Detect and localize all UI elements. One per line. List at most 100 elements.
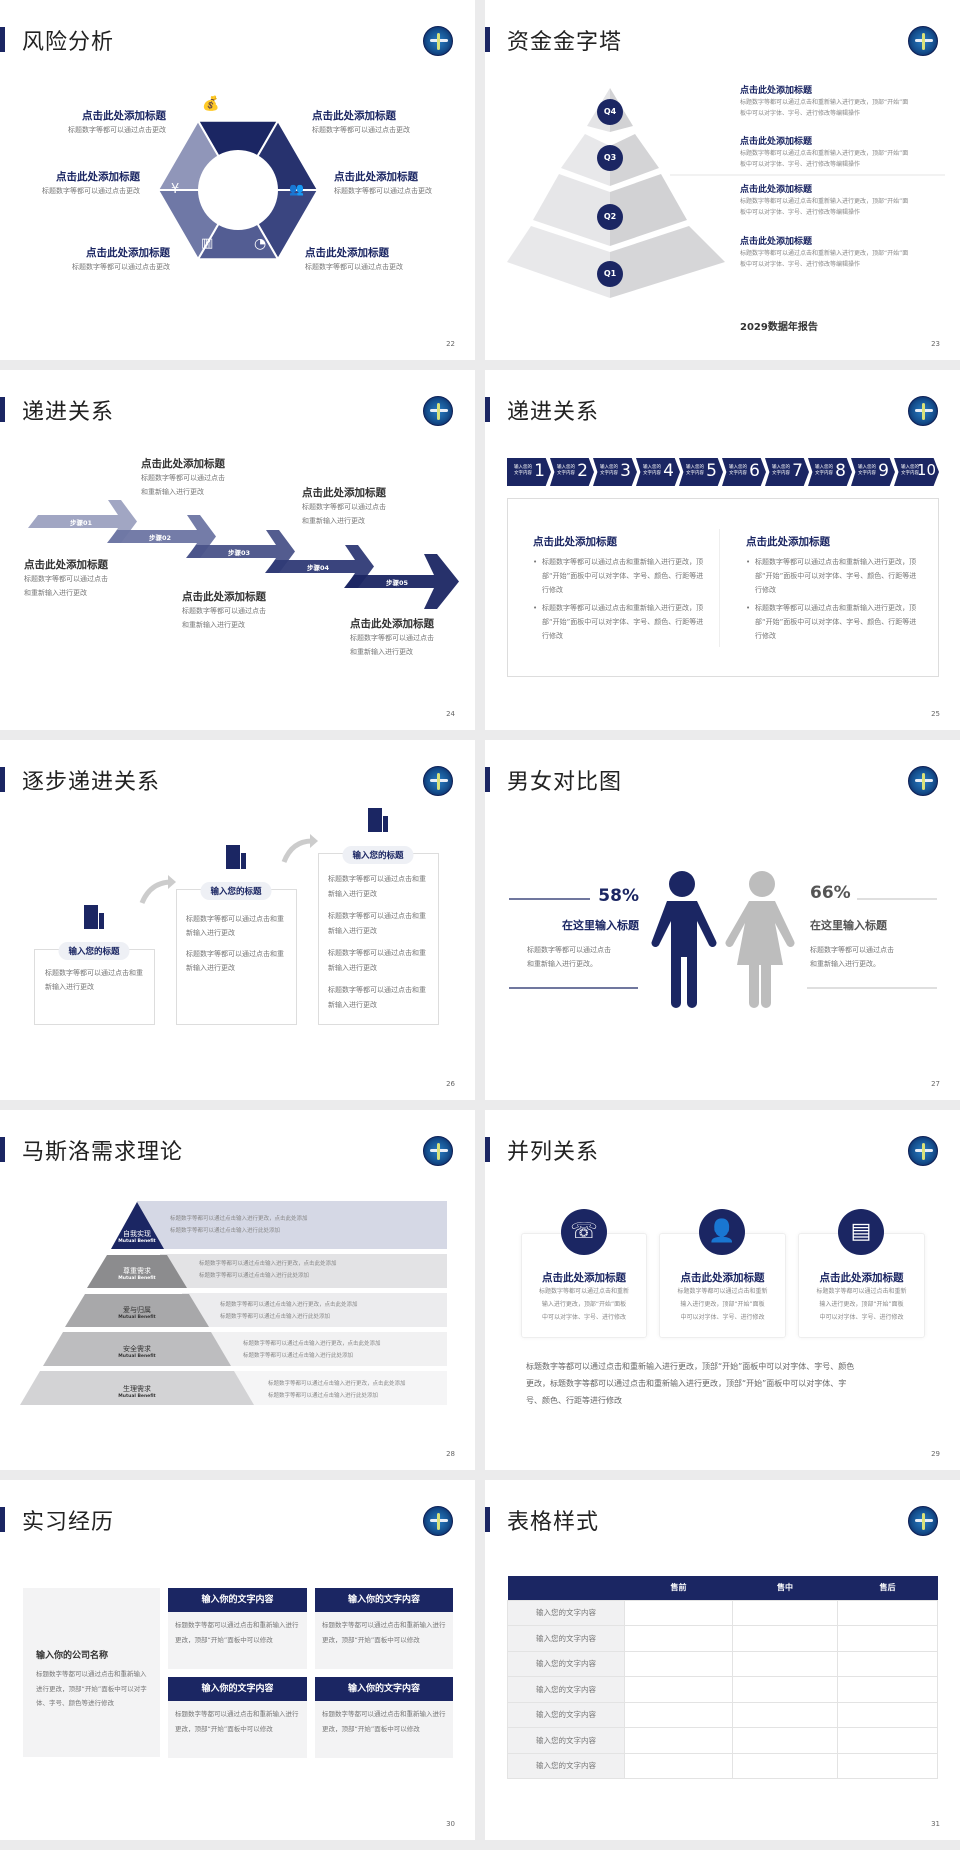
building-icon	[368, 808, 382, 832]
slide-31[interactable]: 表格样式 售前 售中 售后 输入您的文字内容 输入您的文字内容 输入您的文字内容…	[485, 1480, 960, 1840]
item-title: 点击此处添加标题	[86, 247, 170, 259]
table-cell[interactable]	[732, 1625, 838, 1652]
desc-line: 和重新输入进行更改。	[527, 960, 597, 968]
card-title: 输入您的标题	[58, 942, 130, 960]
item-desc: 标题数字等都可以通过点击和重新输入进行更改，顶部“开始”面	[740, 99, 909, 106]
table-cell[interactable]	[732, 1727, 838, 1754]
table-cell[interactable]	[624, 1676, 733, 1703]
item-top-left: 点击此处添加标题标题数字等都可以通过点击更改	[68, 108, 166, 137]
table-cell[interactable]	[837, 1676, 938, 1703]
chevron-text: 输入您的文字内容	[858, 465, 876, 476]
table-row: 输入您的文字内容	[507, 1599, 938, 1626]
row-label[interactable]: 输入您的文字内容	[507, 1701, 625, 1728]
table-cell[interactable]	[837, 1727, 938, 1754]
item-desc: 标题数字等都可以通过点击更改	[312, 126, 410, 134]
chevron-text: 输入您的文字内容	[815, 465, 833, 476]
table-cell[interactable]	[837, 1752, 938, 1779]
step-label: 步骤01	[70, 519, 93, 527]
slide-23[interactable]: 资金金字塔 Q4 Q3 Q2 Q1 点击此处添加标题标题数字等都可以通过点击和重…	[485, 0, 960, 360]
table-cell[interactable]	[732, 1676, 838, 1703]
chevron-number: 1	[534, 461, 545, 481]
item-desc: 和重新输入进行更改	[24, 589, 87, 597]
step-arrow	[107, 515, 216, 558]
row-label[interactable]: 输入您的文字内容	[507, 1676, 625, 1703]
step-text: 点击此处添加标题标题数字等都可以通过点击和重新输入进行更改	[302, 485, 386, 528]
step-arrows	[28, 500, 459, 609]
step-label: 步骤02	[149, 534, 172, 542]
table-row: 输入您的文字内容	[507, 1676, 938, 1703]
item-desc: 标题数字等都可以通过点击和重新输入进行更改，顶部“开始”面	[740, 198, 909, 205]
slide-27[interactable]: 男女对比图 58% 在这里输入标题 标题数字等都可以通过点击和重新输入进行更改。…	[485, 740, 960, 1100]
tier-sub: Mutual Benefit	[118, 1315, 156, 1320]
table-cell[interactable]	[624, 1752, 733, 1779]
table-cell[interactable]	[837, 1701, 938, 1728]
table-cell[interactable]	[624, 1701, 733, 1728]
table-cell[interactable]	[837, 1650, 938, 1677]
table-cell[interactable]	[624, 1625, 733, 1652]
step-card: 标题数字等都可以通过点击和重新输入进行更改标题数字等都可以通过点击和重新输入进行…	[176, 889, 297, 1025]
table-cell[interactable]	[732, 1599, 838, 1626]
female-desc: 标题数字等都可以通过点击和重新输入进行更改。	[810, 943, 894, 971]
slide-22[interactable]: 风险分析 💰 ⛁ 👥 ◔ ▥ ¥ 点击此处添加标题标题数字等都可以通过点击更改 …	[0, 0, 475, 360]
title-accent-bar	[0, 397, 5, 422]
bullet-item: 标题数字等都可以通过点击输入进行更改，点击此处添加	[243, 1341, 381, 1347]
maslow-pyramid	[20, 1201, 447, 1405]
row-label[interactable]: 输入您的文字内容	[507, 1752, 625, 1779]
step-text: 点击此处添加标题标题数字等都可以通过点击和重新输入进行更改	[182, 589, 266, 632]
box-body: 标题数字等都可以通过点击和重新输入进行更改，顶部“开始”面板中可以修改	[168, 1612, 307, 1669]
female-figure-icon	[725, 871, 795, 1008]
chevron-number: 8	[835, 461, 846, 481]
card-desc: 中可以对字体、字号、进行修改	[819, 1314, 904, 1321]
company-name: 输入你的公司名称	[36, 1651, 109, 1661]
item-desc: 和重新输入进行更改	[302, 517, 365, 525]
item-desc: 和重新输入进行更改	[350, 648, 413, 656]
table-row: 输入您的文字内容	[507, 1701, 938, 1728]
table-cell[interactable]	[624, 1727, 733, 1754]
item-desc: 标题数字等都可以通过点击更改	[68, 126, 166, 134]
card-desc: 输入进行更改，顶部“开始”面板	[541, 1301, 627, 1308]
table-cell[interactable]	[732, 1701, 838, 1728]
tier-sub: Mutual Benefit	[118, 1276, 156, 1281]
table-cell[interactable]	[624, 1650, 733, 1677]
step-arrow	[28, 500, 137, 543]
slide-title: 男女对比图	[507, 770, 623, 795]
card-desc: 标题数字等都可以通过点击和重新输入进行更改	[328, 912, 426, 935]
table-cell[interactable]	[732, 1752, 838, 1779]
step-card: 标题数字等都可以通过点击和重新输入进行更改	[34, 949, 155, 1025]
logo-emblem-icon	[908, 396, 938, 426]
slide-29[interactable]: 并列关系 ☏ 👤 ▤ 点击此处添加标题标题数字等都可以通过点击和重新输入进行更改…	[485, 1110, 960, 1470]
table-cell[interactable]	[624, 1599, 733, 1626]
money-bag-icon: 💰	[202, 96, 220, 112]
table-cell[interactable]	[732, 1650, 838, 1677]
slide-30[interactable]: 实习经历 输入你的公司名称 标题数字等都可以通过点击和重新输入进行更改，顶部“开…	[0, 1480, 475, 1840]
item-desc: 标题数字等都可以通过点击和重新输入进行更改，顶部“开始”面	[740, 150, 909, 157]
paragraph-line: 标题数字等都可以通过点击和重新输入进行更改，顶部“开始”面板中可以对字体、字号、…	[526, 1362, 855, 1371]
logo-emblem-icon	[908, 1506, 938, 1536]
box-header: 输入你的文字内容	[168, 1588, 307, 1612]
box-header: 输入你的文字内容	[315, 1677, 453, 1701]
row-label[interactable]: 输入您的文字内容	[507, 1625, 625, 1652]
item-desc: 和重新输入进行更改	[141, 488, 204, 496]
row-label[interactable]: 输入您的文字内容	[507, 1599, 625, 1626]
slide-title: 马斯洛需求理论	[22, 1140, 184, 1165]
title-accent-bar	[485, 397, 490, 422]
table-cell[interactable]	[837, 1599, 938, 1626]
female-title: 在这里输入标题	[810, 919, 887, 932]
pyramid-item: 点击此处添加标题标题数字等都可以通过点击和重新输入进行更改，顶部“开始”面板中可…	[740, 234, 908, 270]
item-desc: 标题数字等都可以通过点击更改	[334, 187, 432, 195]
title-accent-bar	[0, 767, 5, 792]
slide-24[interactable]: 递进关系 步骤01 步骤02 步骤03 步骤04 步骤05 点击此处添加标题标题…	[0, 370, 475, 730]
table-cell[interactable]	[837, 1625, 938, 1652]
card-desc: 标题数字等都可以通过点击和重新	[538, 1288, 629, 1295]
tier-name: 尊重需求	[123, 1267, 151, 1275]
row-label[interactable]: 输入您的文字内容	[507, 1650, 625, 1677]
item-desc: 标题数字等都可以通过点击更改	[42, 187, 140, 195]
row-label[interactable]: 输入您的文字内容	[507, 1727, 625, 1754]
step-arrow	[344, 554, 459, 609]
slide-26[interactable]: 逐步递进关系 标题数字等都可以通过点击和重新输入进行更改 输入您的标题 标题数字…	[0, 740, 475, 1100]
